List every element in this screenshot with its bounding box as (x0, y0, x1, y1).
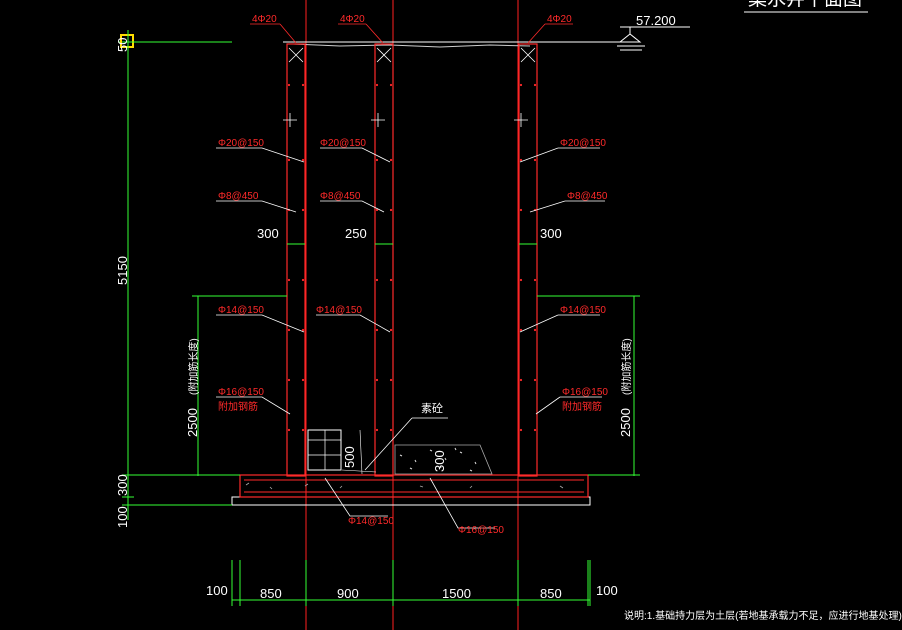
right-anchor-length: (附加筋长度) (620, 338, 633, 395)
added-rebar-label-left: Φ16@150 (218, 387, 264, 398)
right-dim: 2500 (618, 408, 633, 437)
top-rebar-labels (250, 23, 573, 44)
base-label-left: Φ14@150 (348, 516, 394, 527)
left-dim-chain (122, 30, 640, 520)
elevation-label: 57.200 (636, 13, 676, 28)
wall-lower-label-2: Φ14@150 (316, 305, 362, 316)
top-rebar-label-1: 4Φ20 (252, 14, 277, 25)
plain-concrete-label: 素砼 (421, 402, 443, 415)
left-dim-cushion: 100 (115, 506, 130, 528)
wall-tie-label-1: Φ8@450 (218, 191, 259, 202)
added-rebar-sub-left: 附加钢筋 (218, 400, 258, 413)
wall-label-leaders (216, 147, 605, 415)
bottom-dim-chain (231, 560, 591, 606)
bottom-dim-5: 850 (540, 586, 562, 601)
wall-thickness-middle: 250 (345, 226, 367, 241)
bottom-dim-1: 100 (206, 583, 228, 598)
bottom-dim-3: 900 (337, 586, 359, 601)
wall-tie-label-3: Φ8@450 (567, 191, 608, 202)
added-rebar-sub-right: 附加钢筋 (562, 400, 602, 413)
wall-vertical-label-3: Φ20@150 (560, 138, 606, 149)
base-label-leaders (324, 477, 495, 529)
top-rebar-label-2: 4Φ20 (340, 14, 365, 25)
sump-pedestal (307, 429, 493, 475)
bottom-dim-4: 1500 (442, 586, 471, 601)
wall-thickness-left: 300 (257, 226, 279, 241)
base-slab (231, 474, 591, 506)
left-dim-lower: 2500 (185, 408, 200, 437)
pedestal-dim-left: 500 (342, 446, 357, 468)
bottom-dim-6: 100 (596, 583, 618, 598)
wall-vertical-label-1: Φ20@150 (218, 138, 264, 149)
elevation-marker: 57.200 (617, 13, 690, 51)
walls (283, 43, 538, 477)
left-anchor-length: (附加筋长度) (187, 338, 200, 395)
wall-tie-label-2: Φ8@450 (320, 191, 361, 202)
added-rebar-label-right: Φ16@150 (562, 387, 608, 398)
wall-lower-label-1: Φ14@150 (218, 305, 264, 316)
note-line: 说明:1.基础持力层为土层(若地基承载力不足，应进行地基处理)。 (624, 609, 902, 622)
wall-thickness-right: 300 (540, 226, 562, 241)
bottom-dim-2: 850 (260, 586, 282, 601)
top-rebar-label-3: 4Φ20 (547, 14, 572, 25)
plain-concrete-leader-2 (364, 417, 413, 471)
base-label-right: Φ16@150 (458, 525, 504, 536)
left-dim-slab: 300 (115, 474, 130, 496)
wall-lower-label-3: Φ14@150 (560, 305, 606, 316)
snap-marker (120, 34, 134, 48)
wall-vertical-label-2: Φ20@150 (320, 138, 366, 149)
left-dim-total: 5150 (115, 256, 130, 285)
drawing-title: 集水井平面图 (748, 0, 862, 10)
left-dim-top: 50 (115, 38, 130, 52)
pedestal-dim-right: 300 (432, 450, 447, 472)
wall-rebar-dots (287, 83, 537, 432)
ground-line (118, 41, 640, 48)
